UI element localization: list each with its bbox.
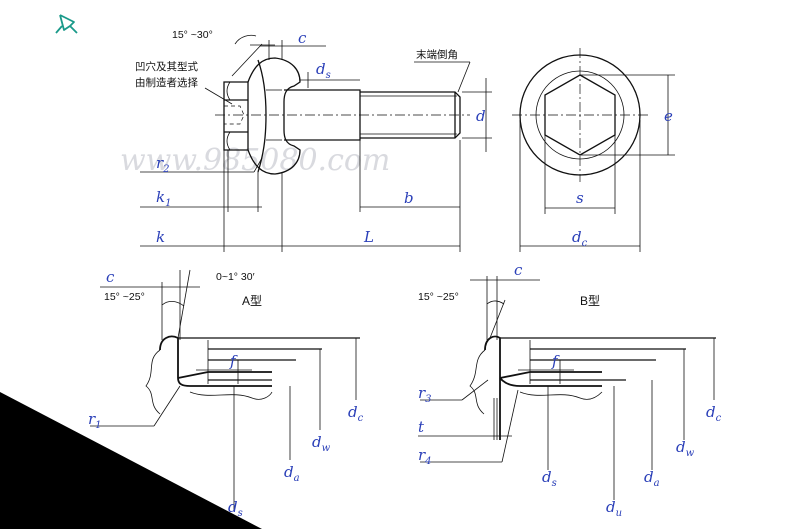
dim-r4: r4 bbox=[418, 446, 432, 467]
dim-t: t bbox=[418, 418, 425, 436]
detail-b: B型 c 15° ~25° f r3 t r4 bbox=[418, 261, 722, 519]
main-view-dimensions: 15° ~30° c ds 凹穴及其型式 由制造者选择 末端倒角 d r2 k1 bbox=[135, 29, 492, 252]
dim-L: L bbox=[363, 228, 374, 246]
dim-ds-detail-b: ds bbox=[542, 468, 557, 489]
recess-note-line2: 由制造者选择 bbox=[135, 76, 198, 89]
pin-icon[interactable] bbox=[55, 14, 78, 34]
dim-c-top: c bbox=[298, 29, 307, 47]
dim-dw-detail-b: dw bbox=[676, 438, 695, 459]
dim-r1: r1 bbox=[88, 410, 102, 431]
dim-r3: r3 bbox=[418, 384, 432, 405]
dim-ds-main: ds bbox=[316, 60, 331, 81]
dim-e: e bbox=[664, 107, 673, 125]
dim-r2: r2 bbox=[156, 154, 170, 175]
angle-detail-b-chamfer: 15° ~25° bbox=[418, 291, 459, 303]
dim-s: s bbox=[576, 189, 584, 207]
type-b-label: B型 bbox=[580, 294, 600, 308]
dim-k: k bbox=[156, 228, 165, 246]
dim-f-detail-b: f bbox=[551, 352, 560, 370]
dim-f-detail-a: f bbox=[229, 352, 238, 370]
dim-dc-detail-b: dc bbox=[706, 403, 722, 424]
angle-detail-a-cone: 0~1° 30′ bbox=[216, 271, 255, 283]
dim-du: du bbox=[606, 498, 622, 519]
recess-note-line1: 凹穴及其型式 bbox=[135, 60, 198, 73]
bolt-side-view bbox=[215, 57, 470, 175]
dim-dw-detail-a: dw bbox=[312, 433, 331, 454]
dim-da-detail-a: da bbox=[284, 463, 300, 484]
angle-detail-a-chamfer: 15° ~25° bbox=[104, 291, 145, 303]
corner-triangle bbox=[0, 392, 262, 529]
angle-top-label: 15° ~30° bbox=[172, 29, 213, 41]
dim-dc-detail-a: dc bbox=[348, 403, 364, 424]
bolt-end-view: e s dc bbox=[512, 48, 675, 252]
dim-c-detail-b: c bbox=[514, 261, 523, 279]
dim-k1: k1 bbox=[156, 188, 171, 209]
type-a-label: A型 bbox=[242, 294, 262, 308]
end-chamfer-note: 末端倒角 bbox=[416, 48, 458, 61]
dim-c-detail-a: c bbox=[106, 268, 115, 286]
dim-d: d bbox=[476, 107, 486, 125]
dim-b: b bbox=[404, 189, 414, 207]
dim-dc-end: dc bbox=[572, 228, 588, 249]
detail-a: A型 c 0~1° 30′ 15° ~25° f r1 ds da bbox=[88, 268, 364, 519]
dim-da-detail-b: da bbox=[644, 468, 660, 489]
dim-ds-detail-a: ds bbox=[228, 498, 243, 519]
